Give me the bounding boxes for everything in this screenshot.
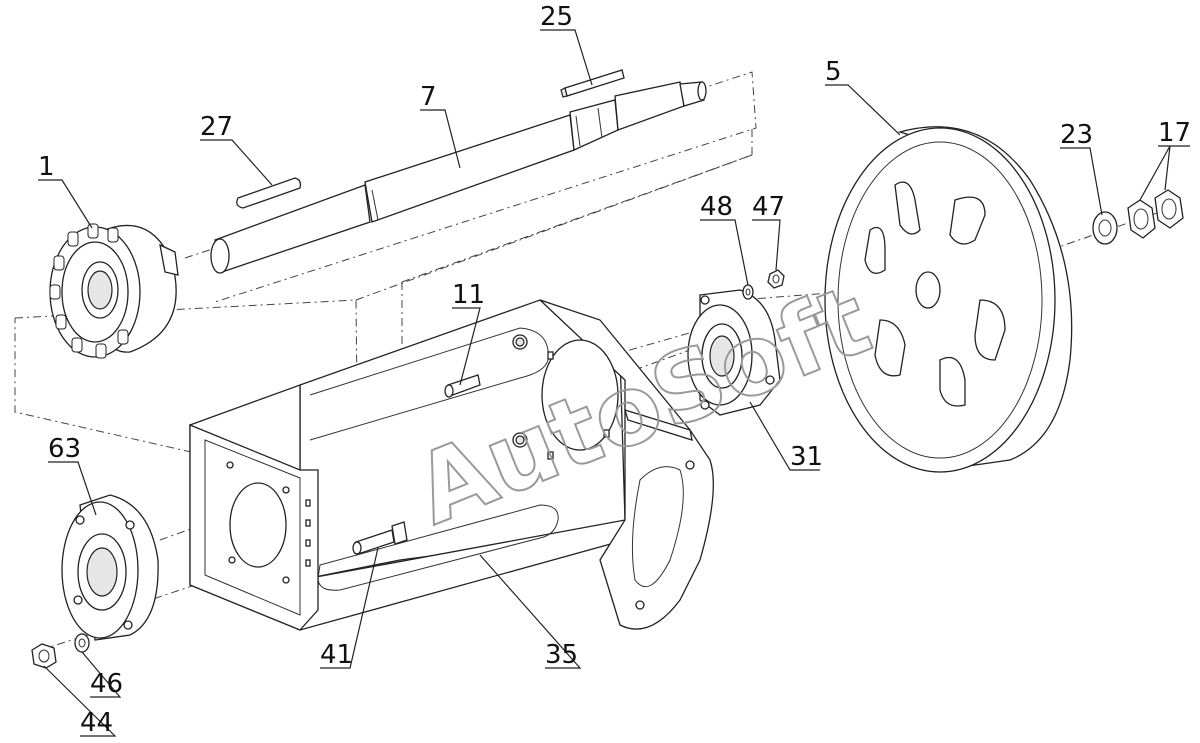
callout-7: 7	[420, 82, 437, 112]
sprocket-part-1	[49, 223, 179, 359]
callout-17: 17	[1158, 118, 1191, 148]
shaft-part-7	[210, 81, 707, 274]
callout-35: 35	[545, 640, 578, 670]
bolt-part-41	[352, 521, 408, 555]
callout-48: 48	[700, 192, 733, 222]
callout-31: 31	[790, 442, 823, 472]
callout-47: 47	[752, 192, 785, 222]
callout-23: 23	[1060, 120, 1093, 150]
callout-44: 44	[80, 708, 113, 738]
washer-part-48	[742, 284, 754, 300]
nuts-part-17	[1127, 189, 1184, 239]
nut-part-47	[767, 269, 785, 289]
callout-1: 1	[38, 152, 55, 182]
pulley-part-5	[824, 126, 1073, 473]
callout-25: 25	[540, 2, 573, 32]
frame-bracket-part-35	[189, 299, 714, 631]
washer-part-23	[1092, 211, 1118, 245]
key-part-27	[236, 177, 302, 209]
leader-lines	[38, 29, 1190, 737]
callout-labels: 1 27 7 25 5 23 17 48 47 11 31 63 41 35 4…	[38, 2, 1191, 738]
pin-part-11	[444, 374, 481, 398]
nut-part-44	[31, 643, 57, 669]
washer-part-46	[74, 633, 90, 653]
callout-41: 41	[320, 640, 353, 670]
callout-63: 63	[48, 434, 81, 464]
callout-5: 5	[825, 57, 842, 87]
key-part-25	[560, 69, 625, 98]
callout-27: 27	[200, 112, 233, 142]
callout-11: 11	[452, 280, 485, 310]
callout-46: 46	[90, 669, 123, 699]
flange-bearing-part-31	[687, 289, 781, 416]
flange-bearing-part-63	[61, 494, 159, 641]
